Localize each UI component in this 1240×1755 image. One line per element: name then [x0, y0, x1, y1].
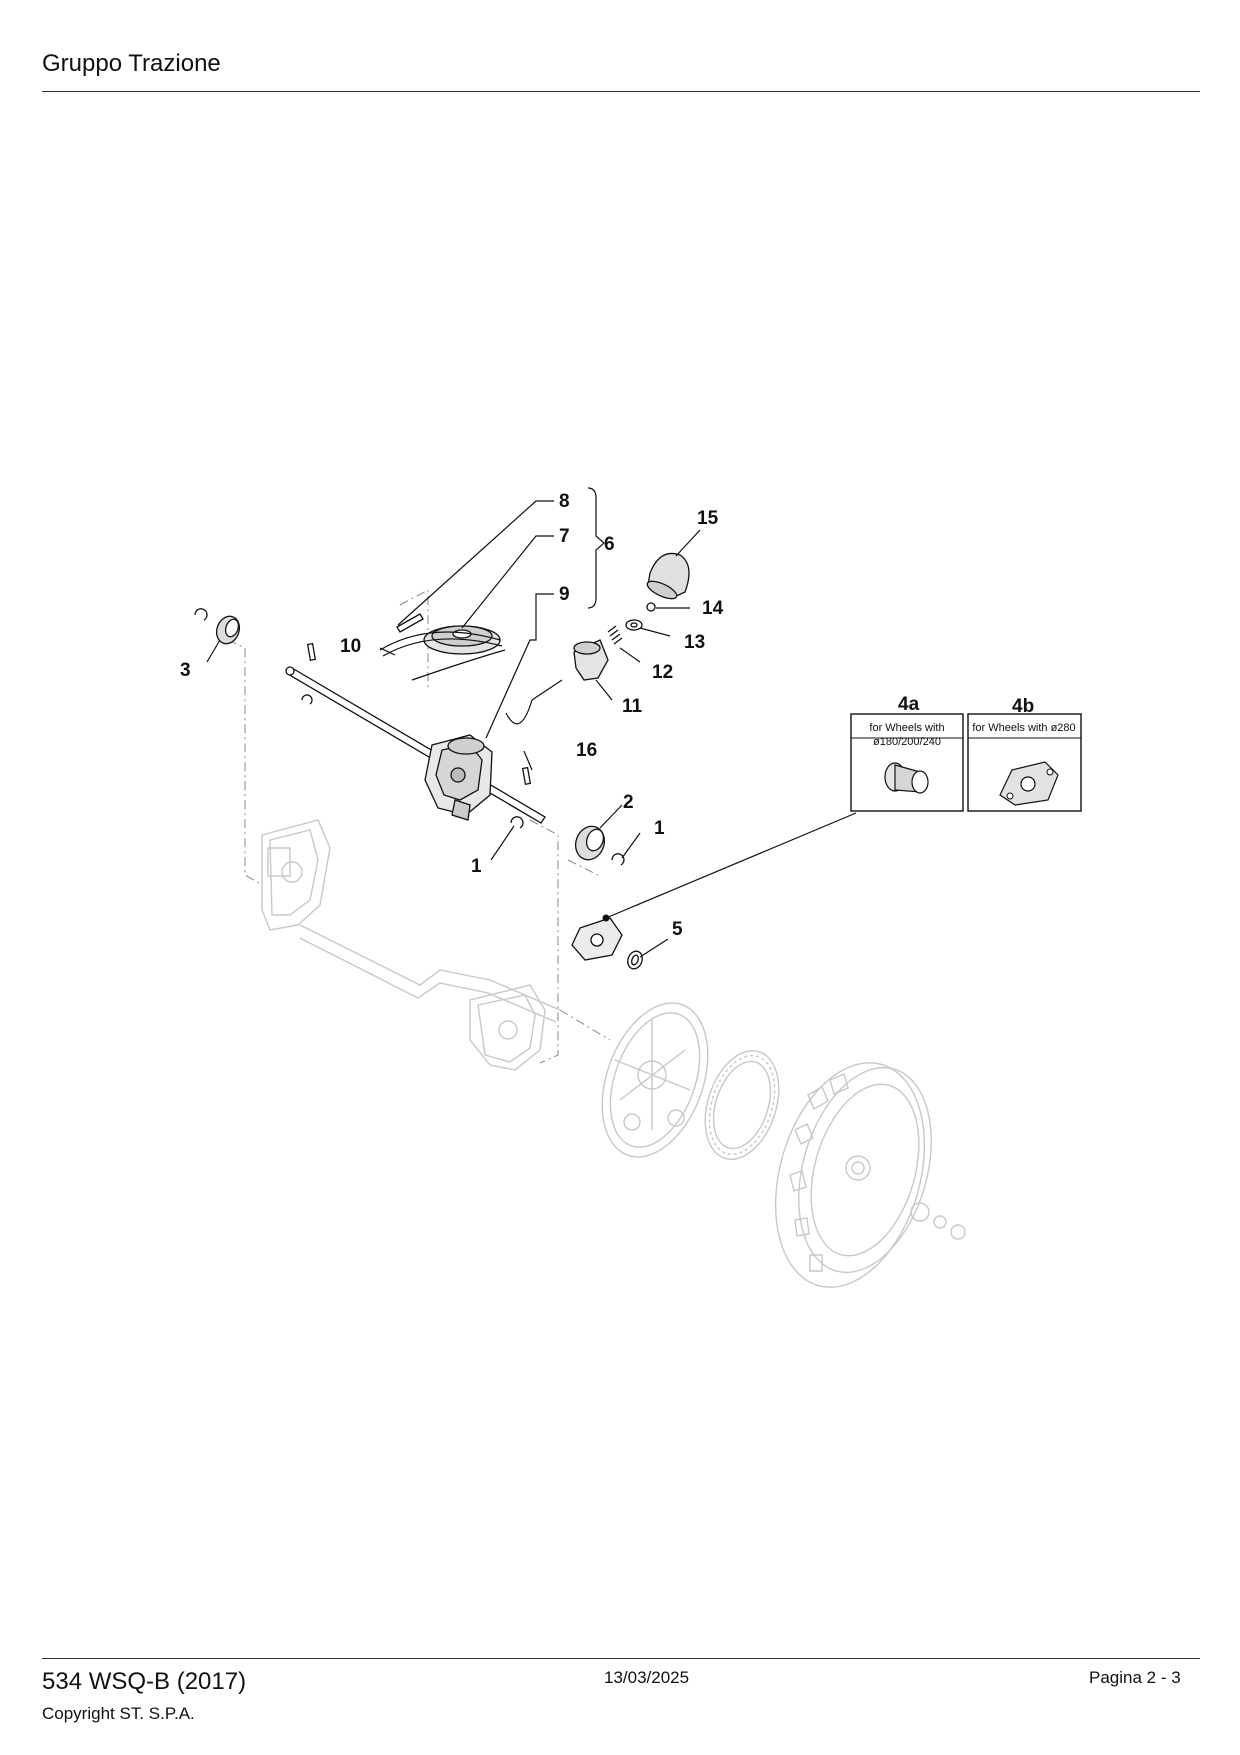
- adapter-small-wheels-icon: [884, 762, 929, 794]
- footer-divider: [42, 1658, 1200, 1659]
- pinion-gear-item-3: [194, 608, 241, 645]
- print-date: 13/03/2025: [604, 1668, 690, 1687]
- label-item-9: 9: [559, 584, 570, 605]
- part-labels: 8 7 6 9 15 14 13 12 11 10 3 16 2 1 1 5 4…: [180, 491, 1034, 940]
- adapter-large-wheels-icon: [999, 761, 1059, 806]
- control-cable-rod: [505, 679, 563, 725]
- label-item-6: 6: [604, 534, 615, 555]
- label-item-13: 13: [684, 632, 705, 653]
- label-item-4b: 4b: [1012, 696, 1034, 717]
- cable-adjuster-parts: [573, 552, 690, 681]
- axle-shaft: [285, 666, 546, 824]
- header-divider: [42, 91, 1200, 92]
- label-item-10: 10: [340, 636, 361, 657]
- drive-pulley: [423, 625, 501, 655]
- label-item-1-right: 1: [654, 818, 665, 839]
- variant-4b-text: for Wheels with ø280: [972, 722, 1075, 734]
- model-name: 534 WSQ-B (2017): [42, 1668, 247, 1695]
- label-item-5: 5: [672, 919, 683, 940]
- page-title: Gruppo Trazione: [42, 50, 221, 77]
- drive-belt: [379, 631, 506, 681]
- assembly-axes: [227, 589, 611, 1064]
- variant-4a-line1: for Wheels with: [869, 722, 944, 734]
- gearbox-housing: [424, 734, 493, 821]
- label-item-16: 16: [576, 740, 597, 761]
- label-item-11: 11: [622, 696, 643, 717]
- label-item-15: 15: [697, 508, 719, 529]
- label-item-12: 12: [652, 662, 673, 683]
- label-item-2: 2: [623, 792, 634, 813]
- pinion-gear-item-2: [574, 825, 606, 861]
- label-item-4a: 4a: [898, 694, 920, 715]
- wheel-adapter-item-5: [571, 914, 643, 970]
- copyright-text: Copyright ST. S.P.A.: [42, 1704, 195, 1723]
- leader-lines: [206, 487, 857, 958]
- variant-4a-box: for Wheels with ø180/200/240: [850, 713, 964, 812]
- label-item-3: 3: [180, 660, 191, 681]
- label-item-8: 8: [559, 491, 570, 512]
- background-context: [261, 819, 966, 1288]
- label-item-7: 7: [559, 526, 570, 547]
- label-item-1-left: 1: [471, 856, 482, 877]
- pin-and-spring-parts: [301, 613, 625, 866]
- variant-4a-line2: ø180/200/240: [873, 736, 941, 748]
- variant-4b-box: for Wheels with ø280: [967, 713, 1082, 812]
- page-number: Pagina 2 - 3: [1089, 1668, 1181, 1687]
- label-item-14: 14: [702, 598, 724, 619]
